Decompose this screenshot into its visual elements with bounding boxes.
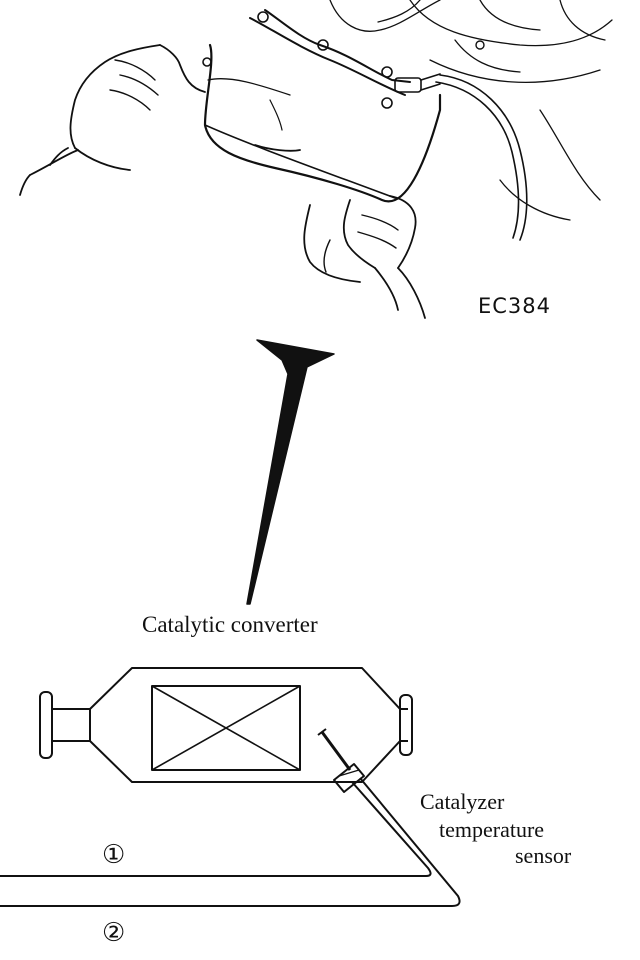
lead-number-two: ② [102, 918, 126, 948]
left-flange [39, 691, 53, 759]
sensor-label-line1: Catalyzer [420, 789, 505, 814]
heat-shield-illustration [19, 0, 613, 319]
figure-code: EC384 [478, 294, 552, 318]
monolith-box [151, 685, 301, 771]
sensor-nut [333, 763, 365, 793]
converter-title: Catalytic converter [142, 612, 318, 637]
catalytic-converter-diagram [0, 667, 461, 907]
sensor-label-line3: sensor [515, 843, 572, 868]
pointer-arrow [246, 339, 335, 605]
right-flange [399, 694, 413, 756]
sensor-probe [320, 731, 352, 771]
lead-number-one: ① [102, 840, 126, 870]
sensor-lead [0, 781, 432, 877]
sensor-label-line2: temperature [439, 817, 545, 842]
